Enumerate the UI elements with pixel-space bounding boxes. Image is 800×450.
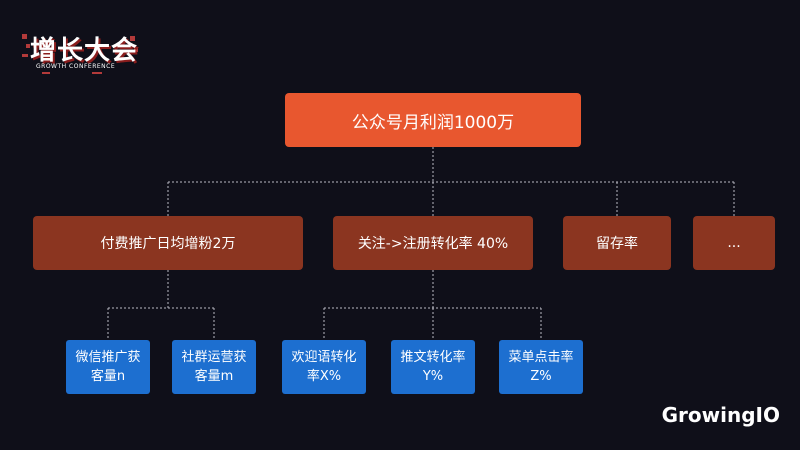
leaf-node-community-acquisition: 社群运营获 客量m (172, 340, 256, 394)
conference-logo: 增长大会 GROWTH CONFERENCE (22, 28, 142, 76)
leaf-node-label: 欢迎语转化 率X% (291, 350, 357, 384)
level1-node-label: 付费推广日均增粉2万 (100, 236, 236, 252)
leaf-node-label: 微信推广获 客量n (75, 350, 141, 384)
leaf-node-label: 菜单点击率 Z% (508, 350, 574, 384)
level1-node-paid-promotion: 付费推广日均增粉2万 (33, 216, 303, 270)
leaf-node-menu-click: 菜单点击率 Z% (499, 340, 583, 394)
leaf-node-label: 推文转化率 Y% (400, 350, 466, 384)
level1-node-label: 关注->注册转化率 40% (357, 236, 509, 252)
root-node-label: 公众号月利润1000万 (351, 112, 515, 133)
level1-node-label: 留存率 (596, 236, 638, 252)
level1-node-retention: 留存率 (563, 216, 671, 270)
root-node: 公众号月利润1000万 (285, 93, 581, 147)
growingio-logo: GrowingIO (661, 403, 780, 427)
leaf-node-welcome-conversion: 欢迎语转化 率X% (282, 340, 366, 394)
logo-subtitle: GROWTH CONFERENCE (36, 63, 116, 70)
leaf-node-label: 社群运营获 客量m (181, 350, 247, 384)
leaf-node-article-conversion: 推文转化率 Y% (391, 340, 475, 394)
leaf-node-wechat-acquisition: 微信推广获 客量n (66, 340, 150, 394)
level1-node-label: ... (727, 235, 741, 251)
level1-node-conversion-rate: 关注->注册转化率 40% (333, 216, 533, 270)
level1-node-more: ... (693, 216, 775, 270)
logo-title: 增长大会 (30, 36, 139, 66)
